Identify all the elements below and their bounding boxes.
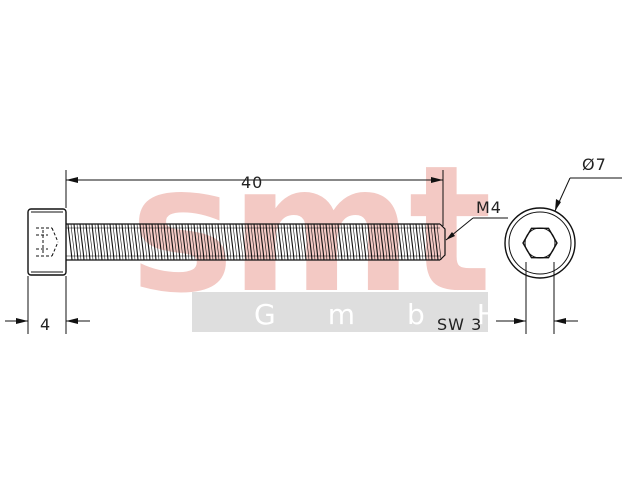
head-circle: [504, 207, 576, 279]
hex-socket: [522, 227, 558, 259]
length-label: 40: [241, 173, 263, 192]
diameter-label: Ø7: [582, 155, 607, 174]
screw-side-view: [27, 208, 446, 276]
screw-thread: [66, 223, 446, 261]
thread-label: M4: [476, 198, 502, 217]
socket-size-label: SW 3: [437, 315, 482, 334]
screw-end-view: [504, 207, 576, 279]
head-height-label: 4: [40, 315, 51, 334]
watermark-band: [192, 292, 488, 332]
length-dimension: 40: [65, 170, 444, 226]
diameter-leader: Ø7: [554, 155, 622, 212]
head-height-dimension: 4: [5, 276, 90, 334]
screw-head: [27, 208, 67, 276]
socket-hidden-lines: [36, 227, 59, 257]
socket-dimension: SW 3: [437, 262, 578, 334]
thread-leader: M4: [445, 198, 508, 241]
watermark-company: GmbH: [254, 298, 550, 331]
watermark: smt GmbH: [130, 129, 550, 332]
